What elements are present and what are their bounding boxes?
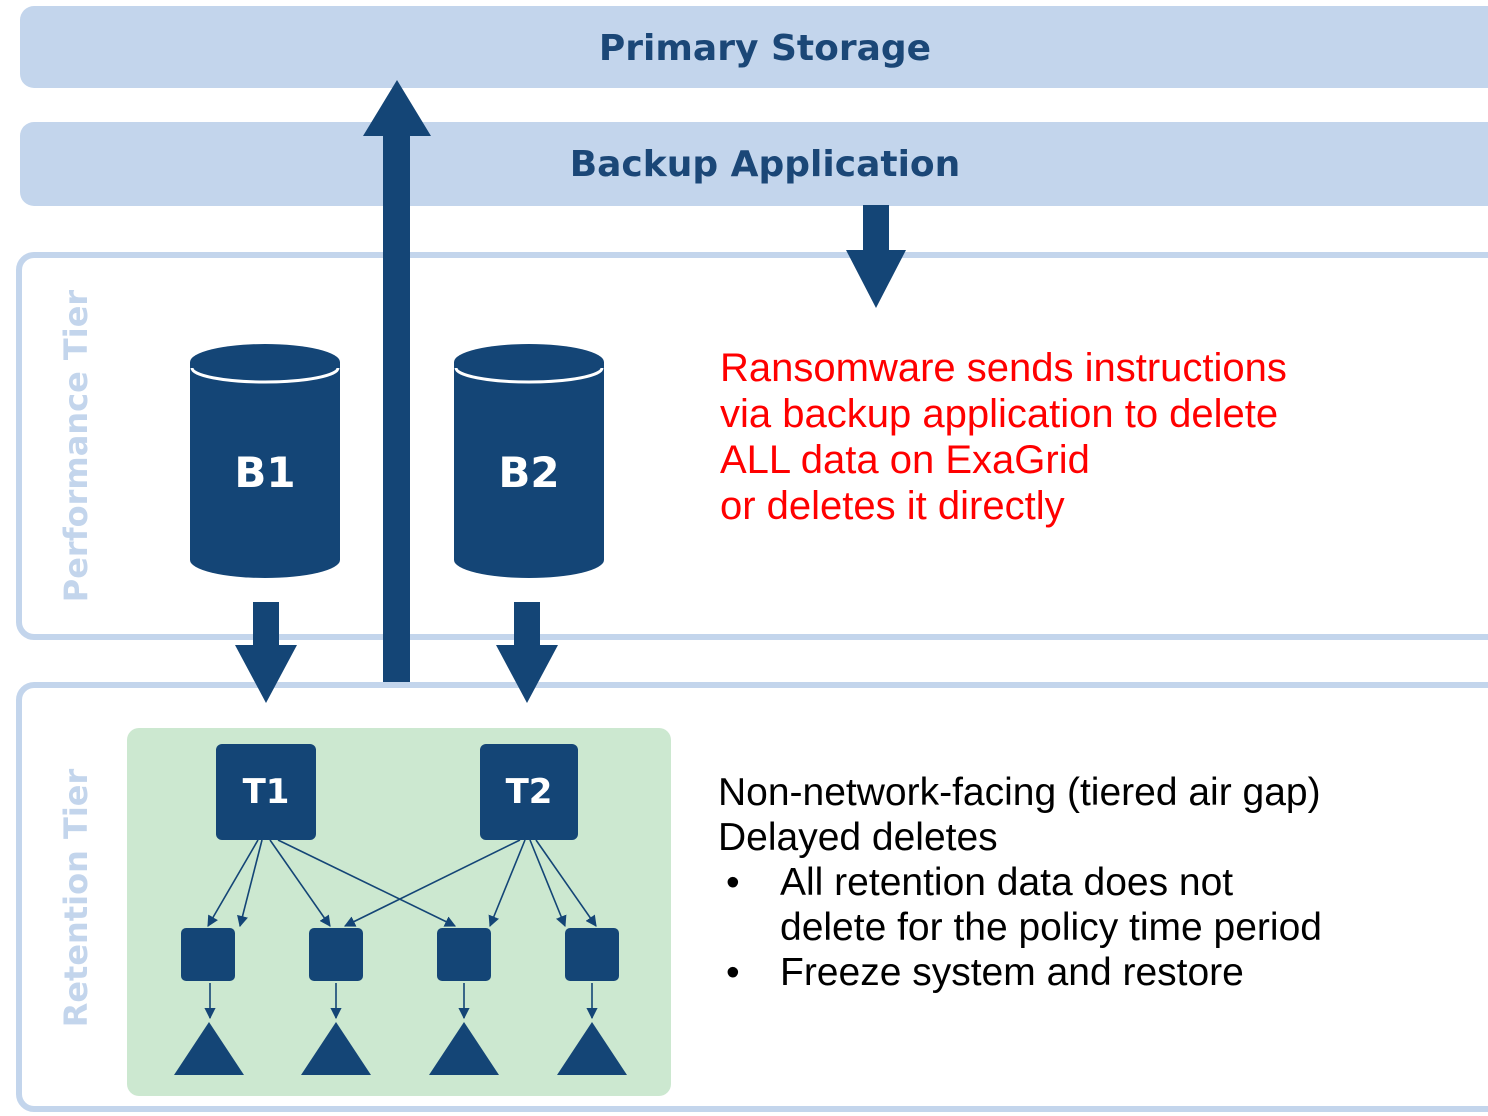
t2-label: T2 bbox=[505, 772, 553, 812]
retention-note-line: Non-network-facing (tiered air gap) bbox=[718, 771, 1321, 814]
tree-connector-arrows bbox=[204, 839, 598, 1020]
b2-to-t2-arrow-icon bbox=[496, 602, 558, 703]
leaf-square-4-icon bbox=[565, 928, 619, 981]
primary-storage-band: Primary Storage bbox=[20, 6, 1488, 88]
ransomware-note-line: or deletes it directly bbox=[720, 484, 1065, 528]
ransomware-note: Ransomware sends instructions via backup… bbox=[720, 345, 1287, 529]
triangle-3-icon bbox=[429, 1022, 499, 1075]
t2-node: T2 bbox=[480, 744, 578, 840]
b2-cylinder-icon bbox=[454, 344, 604, 578]
backup-application-label: Backup Application bbox=[569, 144, 961, 185]
restore-up-arrow-icon bbox=[363, 80, 431, 682]
b1-label: B1 bbox=[234, 448, 296, 497]
b2-label: B2 bbox=[498, 448, 560, 497]
retention-bullet-item: • All retention data does not delete for… bbox=[718, 860, 1322, 950]
retention-bullet-item: • Freeze system and restore bbox=[718, 950, 1322, 995]
leaf-square-2-icon bbox=[309, 928, 363, 981]
ransomware-note-line: ALL data on ExaGrid bbox=[720, 438, 1090, 482]
ransomware-note-line: via backup application to delete bbox=[720, 392, 1279, 436]
b1-cylinder-icon bbox=[190, 344, 340, 578]
retention-note: Non-network-facing (tiered air gap) Dela… bbox=[718, 770, 1322, 995]
retention-bullet-list: • All retention data does not delete for… bbox=[718, 860, 1322, 995]
leaf-square-1-icon bbox=[181, 928, 235, 981]
bullet-text-line: All retention data does not bbox=[780, 861, 1234, 904]
backup-application-band: Backup Application bbox=[20, 122, 1488, 206]
backup-down-arrow-icon bbox=[846, 205, 906, 308]
retention-note-line: Delayed deletes bbox=[718, 816, 998, 859]
t1-node: T1 bbox=[216, 744, 316, 840]
primary-storage-label: Primary Storage bbox=[598, 28, 932, 69]
bullet-icon: • bbox=[726, 951, 740, 994]
b1-to-t1-arrow-icon bbox=[235, 602, 297, 703]
bullet-text-line: delete for the policy time period bbox=[780, 906, 1322, 949]
triangle-4-icon bbox=[557, 1022, 627, 1075]
triangle-1-icon bbox=[174, 1022, 244, 1075]
ransomware-note-line: Ransomware sends instructions bbox=[720, 346, 1287, 390]
bullet-icon: • bbox=[726, 861, 740, 904]
bullet-text-line: Freeze system and restore bbox=[780, 951, 1244, 994]
leaf-square-3-icon bbox=[437, 928, 491, 981]
triangle-2-icon bbox=[301, 1022, 371, 1075]
t1-label: T1 bbox=[242, 772, 290, 812]
